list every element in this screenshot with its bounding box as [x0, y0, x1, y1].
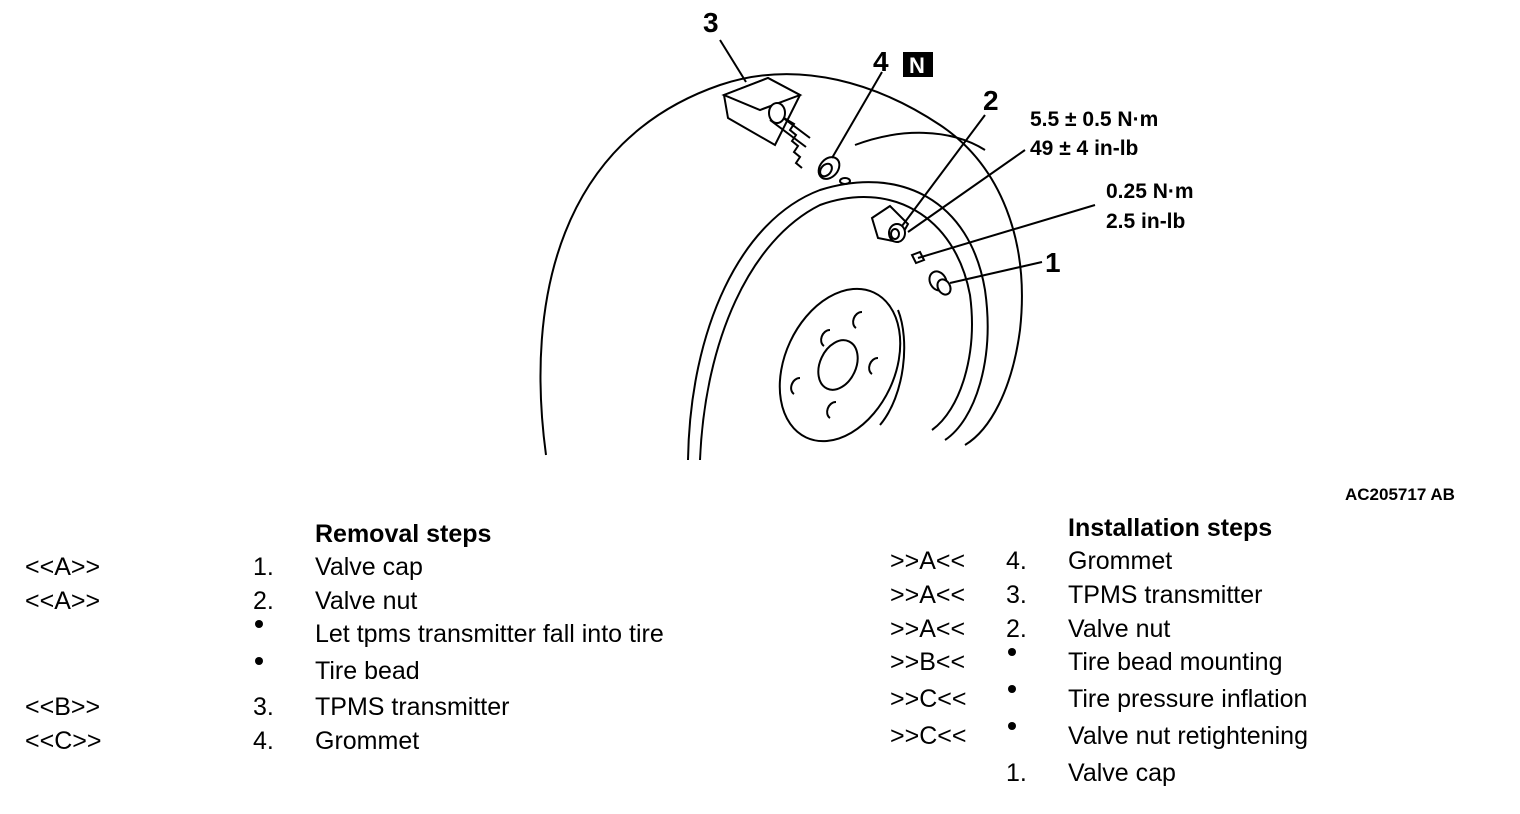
removal-step-number: 1. [253, 553, 274, 581]
removal-step-label: TPMS transmitter [315, 693, 510, 721]
grommet [817, 156, 841, 180]
installation-step-number: 1. [1006, 759, 1027, 787]
lug-hole [790, 377, 801, 395]
removal-step-row: <<A>> 1. Valve cap [0, 553, 1520, 583]
removal-step-row: Let tpms transmitter fall into tire [0, 620, 1520, 650]
callout-1: 1 [1045, 247, 1061, 278]
leader-core [917, 204, 1096, 259]
installation-step-code: >>A<< [890, 615, 966, 643]
installation-step-bullet [1008, 722, 1016, 730]
tpms-transmitter [721, 76, 811, 169]
installation-step-code: >>A<< [890, 547, 966, 575]
removal-step-label: Valve nut [315, 587, 418, 615]
leader-2a [901, 114, 986, 227]
installation-step-code: >>A<< [890, 581, 966, 609]
installation-step-number: 3. [1006, 581, 1027, 609]
leader-2b [907, 149, 1026, 233]
leader-4 [831, 71, 883, 159]
removal-step-bullet [255, 620, 263, 628]
torque-valve-nut-imperial: 49 ± 4 in-lb [1030, 137, 1138, 160]
installation-step-code: >>B<< [890, 648, 966, 676]
removal-step-code: <<A>> [25, 553, 101, 581]
tire-sidewall-line [854, 131, 986, 151]
n-badge-box [903, 52, 933, 77]
installation-step-label: Valve nut retightening [1068, 722, 1308, 750]
removal-step-label: Valve cap [315, 553, 423, 581]
removal-step-code: <<A>> [25, 587, 101, 615]
center-bore [817, 339, 859, 391]
installation-step-row: >>C<< Valve nut retightening [0, 722, 1520, 752]
valve-cap [928, 270, 952, 296]
installation-step-row: >>A<< 3. TPMS transmitter [0, 581, 1520, 611]
removal-step-row: <<B>> 3. TPMS transmitter [0, 693, 1520, 723]
installation-step-label: Valve nut [1068, 615, 1171, 643]
torque-core-metric: 0.25 N·m [1106, 180, 1194, 203]
figure-id: AC205717 AB [1345, 485, 1455, 504]
removal-step-row: Tire bead [0, 657, 1520, 687]
hub-ring [879, 309, 906, 426]
callout-3: 3 [703, 7, 719, 38]
removal-step-row: <<A>> 2. Valve nut [0, 587, 1520, 617]
installation-step-label: Tire pressure inflation [1068, 685, 1308, 713]
torque-valve-nut-metric: 5.5 ± 0.5 N·m [1030, 108, 1158, 131]
installation-step-bullet [1008, 685, 1016, 693]
removal-step-label: Grommet [315, 727, 420, 755]
lug-hole [868, 357, 879, 375]
removal-step-code: <<C>> [25, 727, 102, 755]
lug-hole [852, 311, 863, 329]
torque-core-imperial: 2.5 in-lb [1106, 210, 1185, 233]
removal-step-label: Tire bead [315, 657, 420, 685]
leader-3 [719, 39, 747, 83]
installation-step-row: >>A<< 2. Valve nut [0, 615, 1520, 645]
installation-step-row: >>B<< Tire bead mounting [0, 648, 1520, 678]
tire-outline [539, 73, 1023, 456]
installation-step-row: >>C<< Tire pressure inflation [0, 685, 1520, 715]
removal-heading: Removal steps [315, 520, 492, 548]
removal-step-number: 4. [253, 727, 274, 755]
removal-step-label: Let tpms transmitter fall into tire [315, 620, 664, 648]
valve-hole [839, 177, 851, 185]
lug-hole [826, 401, 837, 419]
wheel-hub [778, 287, 902, 443]
installation-step-row: 1. Valve cap [0, 759, 1520, 789]
removal-step-code: <<B>> [25, 693, 101, 721]
removal-step-number: 2. [253, 587, 274, 615]
rim-inner [699, 196, 973, 461]
leader-1 [949, 261, 1043, 284]
installation-step-code: >>C<< [890, 722, 967, 750]
n-badge: N [909, 53, 925, 78]
removal-step-row: <<C>> 4. Grommet [0, 727, 1520, 757]
removal-step-bullet [255, 657, 263, 665]
callout-2: 2 [983, 85, 999, 116]
installation-step-label: TPMS transmitter [1068, 581, 1263, 609]
installation-step-bullet [1008, 648, 1016, 656]
removal-step-number: 3. [253, 693, 274, 721]
valve-nut [870, 204, 910, 244]
installation-step-label: Grommet [1068, 547, 1173, 575]
rim-outer [687, 181, 989, 461]
installation-step-number: 4. [1006, 547, 1027, 575]
installation-step-number: 2. [1006, 615, 1027, 643]
installation-step-code: >>C<< [890, 685, 967, 713]
installation-heading: Installation steps [1068, 514, 1273, 542]
installation-step-label: Valve cap [1068, 759, 1176, 787]
installation-step-label: Tire bead mounting [1068, 648, 1283, 676]
installation-step-row: >>A<< 4. Grommet [0, 547, 1520, 577]
wheel-diagram: 3 4 N 2 1 5.5 ± 0.5 N·m 49 ± 4 in-lb 0.2… [539, 7, 1194, 461]
lug-hole [820, 329, 831, 347]
callout-4: 4 [873, 46, 889, 77]
